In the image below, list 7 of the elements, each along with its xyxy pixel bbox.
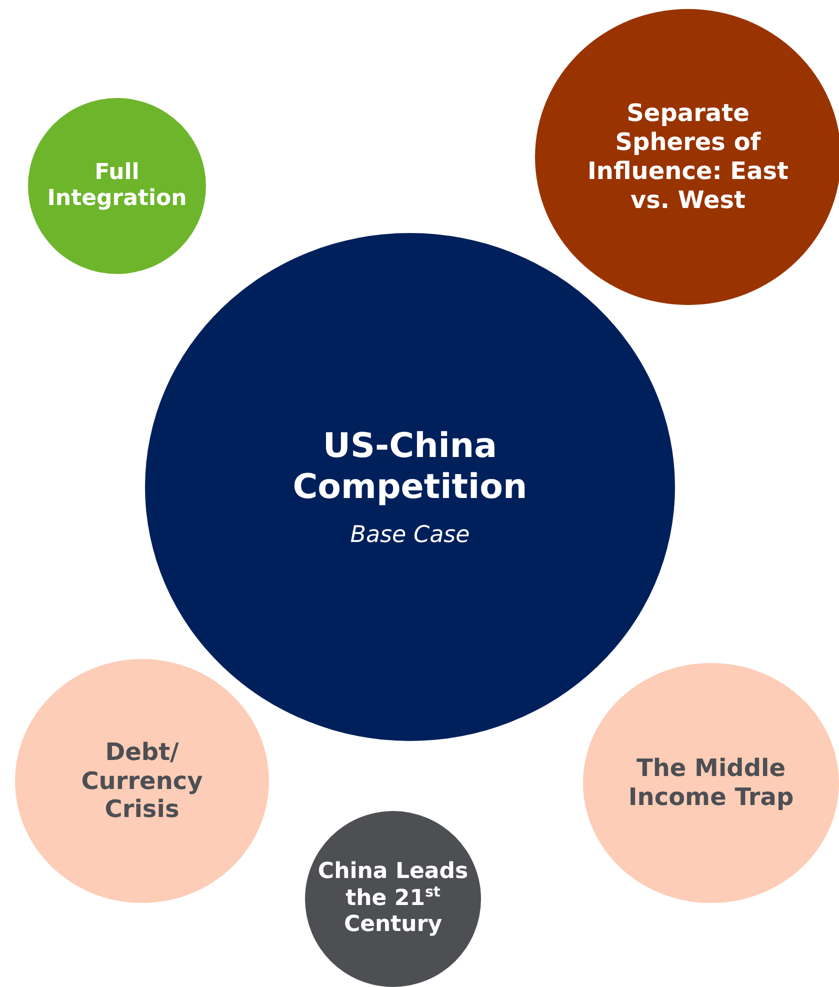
scenario-title: China Leads the 21$^{st}$ Century [316,859,470,939]
scenario-subtitle: Base Case [350,522,470,548]
scenario-title: US-China Competition [292,426,528,508]
scenario-title: Debt/ Currency Crisis [80,738,204,824]
scenario-title: The Middle Income Trap [627,754,795,812]
scenario-title: Full Integration [46,160,188,212]
scenario-title: Separate Spheres of Influence: East vs. West [586,99,790,215]
